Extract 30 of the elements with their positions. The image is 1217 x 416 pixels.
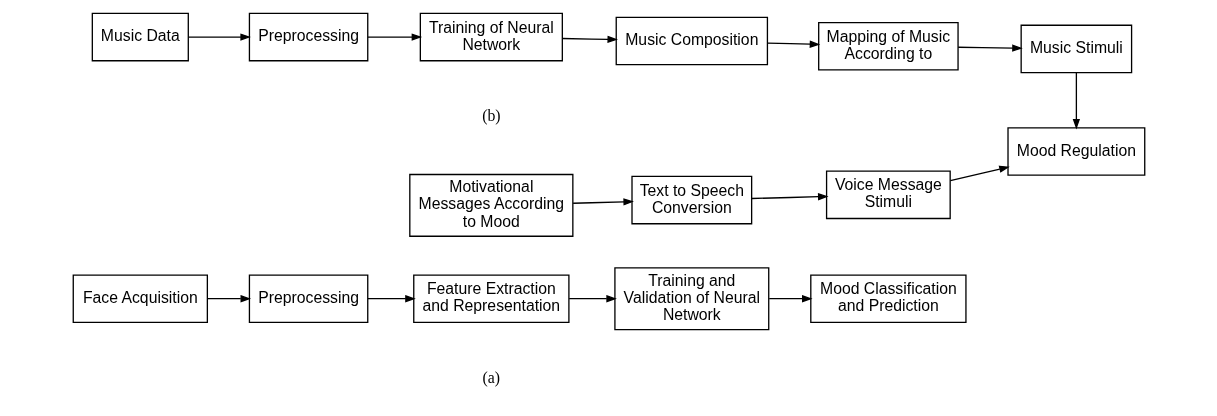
node-box: Preprocessing <box>248 274 368 324</box>
node-box: Music Stimuli <box>1020 24 1132 74</box>
arrow <box>766 40 820 48</box>
node-box: Mood Classification and Prediction <box>809 274 967 324</box>
node-box: Voice Message Stimuli <box>825 170 951 220</box>
arrow <box>1072 72 1080 130</box>
arrow <box>571 198 634 206</box>
arrow <box>206 295 251 303</box>
node-box: Feature Extraction and Representation <box>412 274 570 324</box>
node-box: Face Acquisition <box>72 274 208 324</box>
arrow <box>561 35 618 44</box>
arrow <box>366 295 416 303</box>
label: (b) <box>481 107 501 125</box>
arrow <box>568 295 617 303</box>
node-box: Text to Speech Conversion <box>630 175 752 225</box>
node-box: Training and Validation of Neural Network <box>613 267 769 331</box>
node-box: Music Composition <box>615 16 768 66</box>
node-box: Motivational Messages According to Mood <box>408 173 573 237</box>
node-box: Mood Regulation <box>1006 127 1145 176</box>
arrow <box>187 33 251 41</box>
node-box: Music Data <box>91 12 189 62</box>
arrow <box>949 165 1010 182</box>
label: (a) <box>482 368 500 386</box>
arrow <box>366 33 422 41</box>
node-box: Mapping of Music According to <box>817 21 959 71</box>
node-box: Training of Neural Network <box>419 12 563 62</box>
arrow <box>768 295 813 303</box>
arrow <box>750 193 829 201</box>
node-box: Preprocessing <box>248 12 368 62</box>
arrow <box>957 44 1023 52</box>
